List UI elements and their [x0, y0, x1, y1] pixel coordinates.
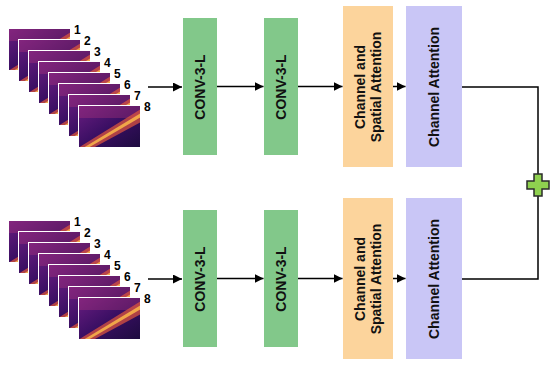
block-label: CONV-3-L: [273, 27, 289, 147]
attention-block: Channel Attention: [406, 198, 462, 359]
callout-number: 7: [133, 90, 142, 102]
callout-number: 7: [133, 282, 142, 294]
attention-block: Channel and Spatial Attention: [343, 6, 393, 167]
attention-block: Channel and Spatial Attention: [343, 198, 393, 359]
conv-block: CONV-3-L: [183, 210, 217, 347]
callout-number: 5: [113, 68, 122, 80]
input-arrow: [148, 278, 182, 280]
callout-number: 8: [143, 101, 152, 113]
callout-number: 4: [103, 57, 112, 69]
flow-arrow: [393, 278, 406, 280]
callout-number: 3: [93, 46, 102, 58]
callout-number: 8: [143, 293, 152, 305]
spectrogram-stack: [8, 28, 141, 148]
attention-block: Channel Attention: [406, 6, 462, 167]
merge-line: [462, 87, 538, 174]
callout-number: 2: [83, 35, 92, 47]
callout-number: 5: [113, 260, 122, 272]
add-symbol: [527, 174, 549, 196]
flow-arrow: [217, 86, 264, 88]
block-label: Channel Attention: [426, 26, 442, 148]
callout-number: 6: [123, 79, 132, 91]
conv-block: CONV-3-L: [264, 210, 298, 347]
block-label: CONV-3-L: [273, 219, 289, 339]
block-label: Channel and Spatial Attention: [352, 218, 384, 340]
callout-number: 4: [103, 249, 112, 261]
callout-number: 3: [93, 238, 102, 250]
block-label: Channel and Spatial Attention: [352, 26, 384, 148]
flow-arrow: [298, 278, 343, 280]
block-label: Channel Attention: [426, 218, 442, 340]
flow-arrow: [298, 86, 343, 88]
block-label: CONV-3-L: [192, 219, 208, 339]
input-arrow: [148, 86, 182, 88]
callout-number: 2: [83, 227, 92, 239]
spectrogram-stack: [8, 220, 141, 340]
merge-line: [462, 196, 538, 279]
flow-arrow: [393, 86, 406, 88]
flow-arrow: [217, 278, 264, 280]
conv-block: CONV-3-L: [183, 18, 217, 155]
callout-number: 1: [73, 24, 82, 36]
callout-number: 6: [123, 271, 132, 283]
callout-number: 1: [73, 216, 82, 228]
block-label: CONV-3-L: [192, 27, 208, 147]
conv-block: CONV-3-L: [264, 18, 298, 155]
